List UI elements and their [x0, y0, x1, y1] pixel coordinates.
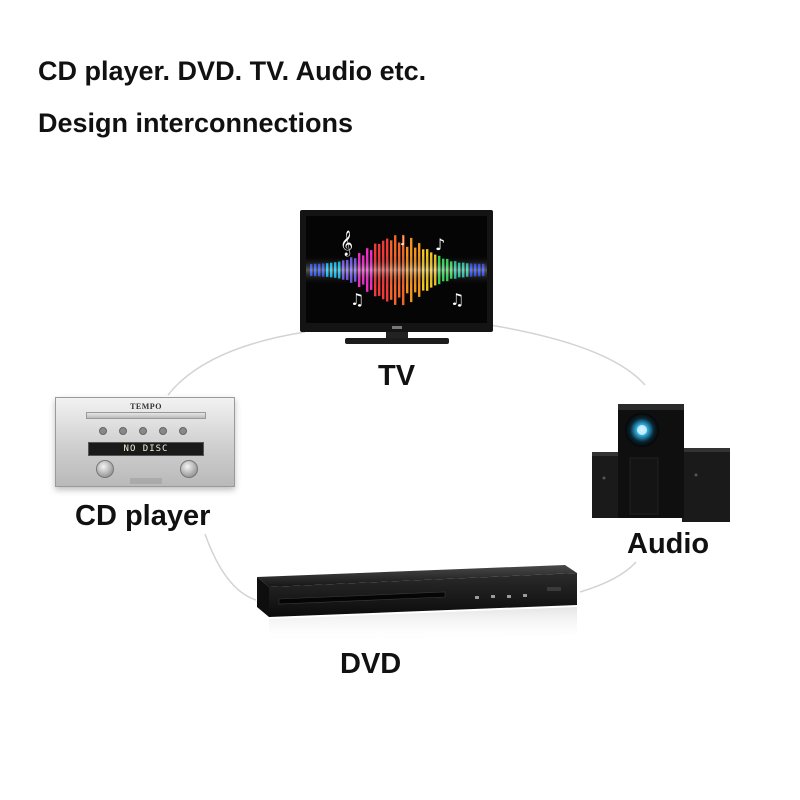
tv-image: 𝄞 ♫ ♪ ♫ ♩	[300, 210, 493, 344]
cd-player-button	[99, 427, 107, 435]
cd-player-display: NO DISC	[88, 442, 204, 456]
ring-arc-cd-dvd	[204, 533, 257, 601]
svg-text:♫: ♫	[450, 290, 464, 309]
svg-text:♪: ♪	[435, 235, 445, 254]
dvd-player-device	[255, 565, 585, 645]
ring-arc-audio-dvd	[579, 561, 637, 593]
cd-player-label: CD player	[75, 500, 211, 532]
title-line-1: CD player. DVD. TV. Audio etc.	[38, 56, 427, 86]
tv-device: 𝄞 ♫ ♪ ♫ ♩	[300, 210, 493, 345]
title-line-2: Design interconnections	[38, 108, 354, 138]
svg-text:♩: ♩	[400, 234, 406, 248]
dvd-player-image	[257, 565, 577, 643]
svg-text:♫: ♫	[350, 290, 364, 309]
cd-player-button	[139, 427, 147, 435]
audio-label: Audio	[627, 528, 710, 560]
audio-speakers-device	[590, 400, 735, 528]
cd-player-device: TEMPO NO DISC	[55, 397, 235, 489]
audio-speakers-image	[592, 404, 730, 522]
cd-player-model-plate	[130, 478, 162, 484]
cd-player-button	[159, 427, 167, 435]
cd-player-knob	[180, 460, 198, 478]
cd-player-tray	[86, 412, 206, 419]
svg-text:𝄞: 𝄞	[340, 230, 353, 256]
cd-player-button	[179, 427, 187, 435]
cd-player-knob	[96, 460, 114, 478]
ring-arc-tv-audio	[489, 324, 646, 386]
cd-player-buttons	[91, 424, 201, 438]
dvd-label: DVD	[340, 648, 402, 680]
cd-player-brand: TEMPO	[130, 402, 162, 411]
ring-arc-tv-cd	[167, 331, 306, 396]
tv-label: TV	[378, 360, 416, 392]
cd-player-button	[119, 427, 127, 435]
cd-player-body: TEMPO NO DISC	[55, 397, 235, 487]
